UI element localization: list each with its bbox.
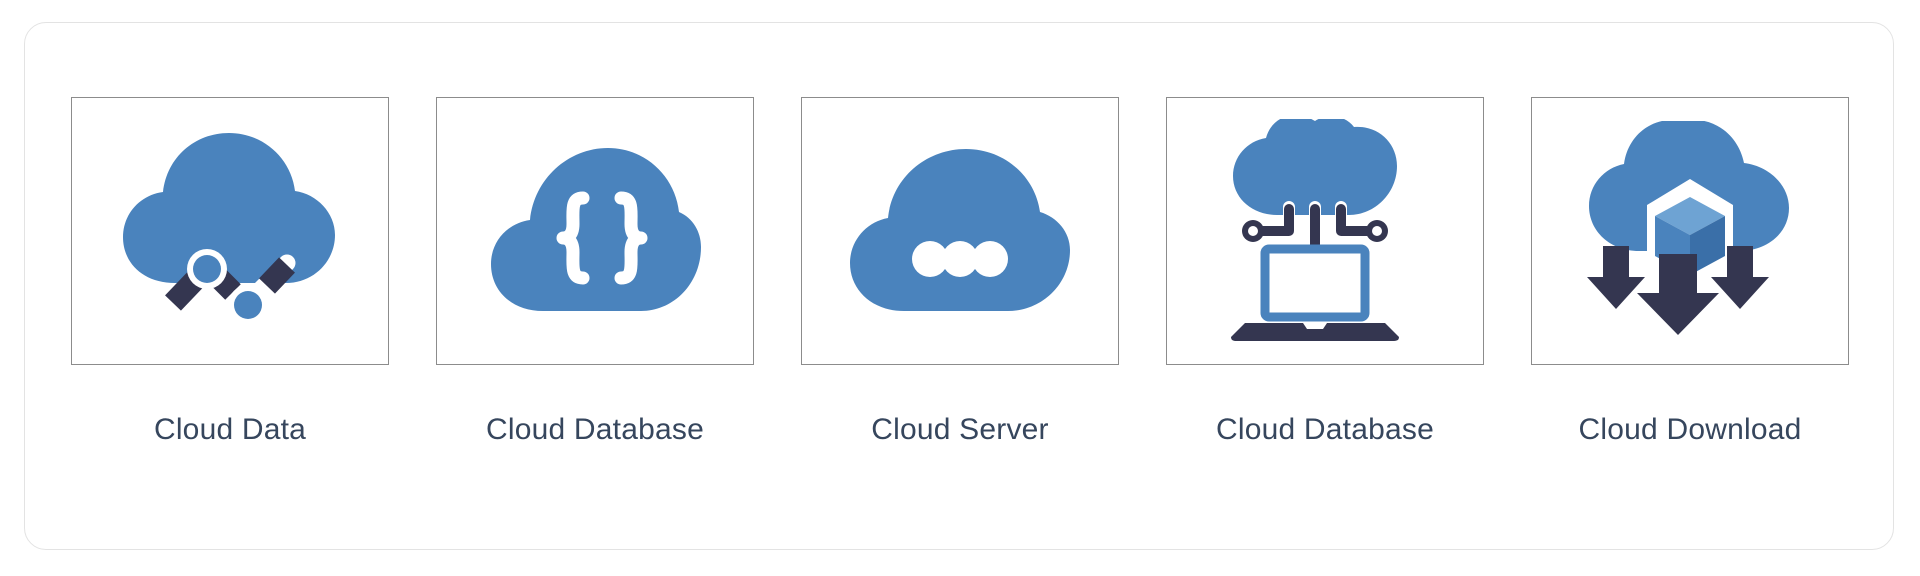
cloud-laptop-network-icon <box>1231 118 1399 341</box>
icon-box-cloud-data[interactable] <box>71 97 389 365</box>
icon-cell-cloud-database-braces[interactable]: Cloud Database <box>436 97 754 445</box>
cloud-data-icon <box>123 133 335 325</box>
cloud-download-icon <box>1587 121 1789 335</box>
cloud-braces-icon <box>491 148 701 311</box>
icon-cell-cloud-data[interactable]: Cloud Data <box>71 97 389 445</box>
icon-label: Cloud Database <box>1216 413 1434 446</box>
icon-grid: Cloud Data Cloud Database <box>71 97 1849 517</box>
icon-label: Cloud Server <box>871 413 1049 446</box>
icon-box-cloud-database-laptop[interactable] <box>1166 97 1484 365</box>
icon-label: Cloud Download <box>1578 413 1802 446</box>
icon-cell-cloud-database-laptop[interactable]: Cloud Database <box>1166 97 1484 445</box>
icon-cell-cloud-server[interactable]: Cloud Server <box>801 97 1119 445</box>
icon-label: Cloud Data <box>153 413 307 446</box>
icon-box-cloud-download[interactable] <box>1531 97 1849 365</box>
icon-box-cloud-database-braces[interactable] <box>436 97 754 365</box>
icon-cell-cloud-download[interactable]: Cloud Download <box>1531 97 1849 445</box>
icon-box-cloud-server[interactable] <box>801 97 1119 365</box>
icon-set-card: Cloud Data Cloud Database <box>24 22 1894 550</box>
icon-label: Cloud Database <box>486 413 704 446</box>
cloud-dots-icon <box>850 149 1070 311</box>
